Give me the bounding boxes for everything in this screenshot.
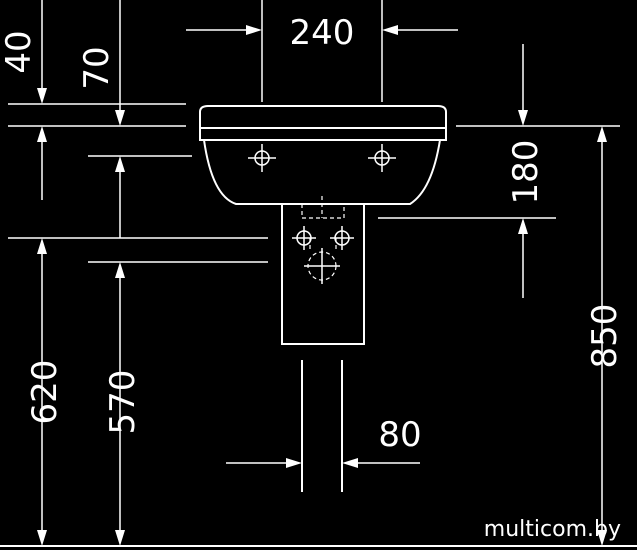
valve-left-icon (292, 226, 316, 250)
dimension-40-label: 40 (0, 30, 39, 73)
dimension-70-label: 70 (77, 46, 117, 89)
dimension-240-label: 240 (290, 13, 355, 53)
tap-hole-left-icon (248, 144, 276, 172)
dimension-180: 180 (506, 44, 546, 298)
waste-pipe (301, 360, 343, 492)
tap-hole-right-icon (368, 144, 396, 172)
dimension-80: 80 (226, 415, 422, 468)
dimension-850-label: 850 (585, 304, 625, 369)
drain-icon (304, 248, 340, 284)
watermark: multicom.by (483, 517, 621, 542)
dimension-240: 240 (186, 13, 458, 53)
dimension-620: 620 (25, 238, 65, 546)
washbasin-outline (199, 105, 447, 205)
dimension-70: 70 (77, 0, 125, 238)
dimension-570: 570 (103, 262, 143, 546)
dimension-40: 40 (0, 0, 47, 200)
dimension-850: 850 (585, 126, 625, 546)
dimension-620-label: 620 (25, 360, 65, 425)
dimension-180-label: 180 (506, 140, 546, 205)
dimension-80-label: 80 (378, 415, 421, 455)
dimension-570-label: 570 (103, 370, 143, 435)
extension-lines (8, 0, 620, 263)
pedestal-outline (281, 204, 365, 345)
valve-right-icon (330, 226, 354, 250)
